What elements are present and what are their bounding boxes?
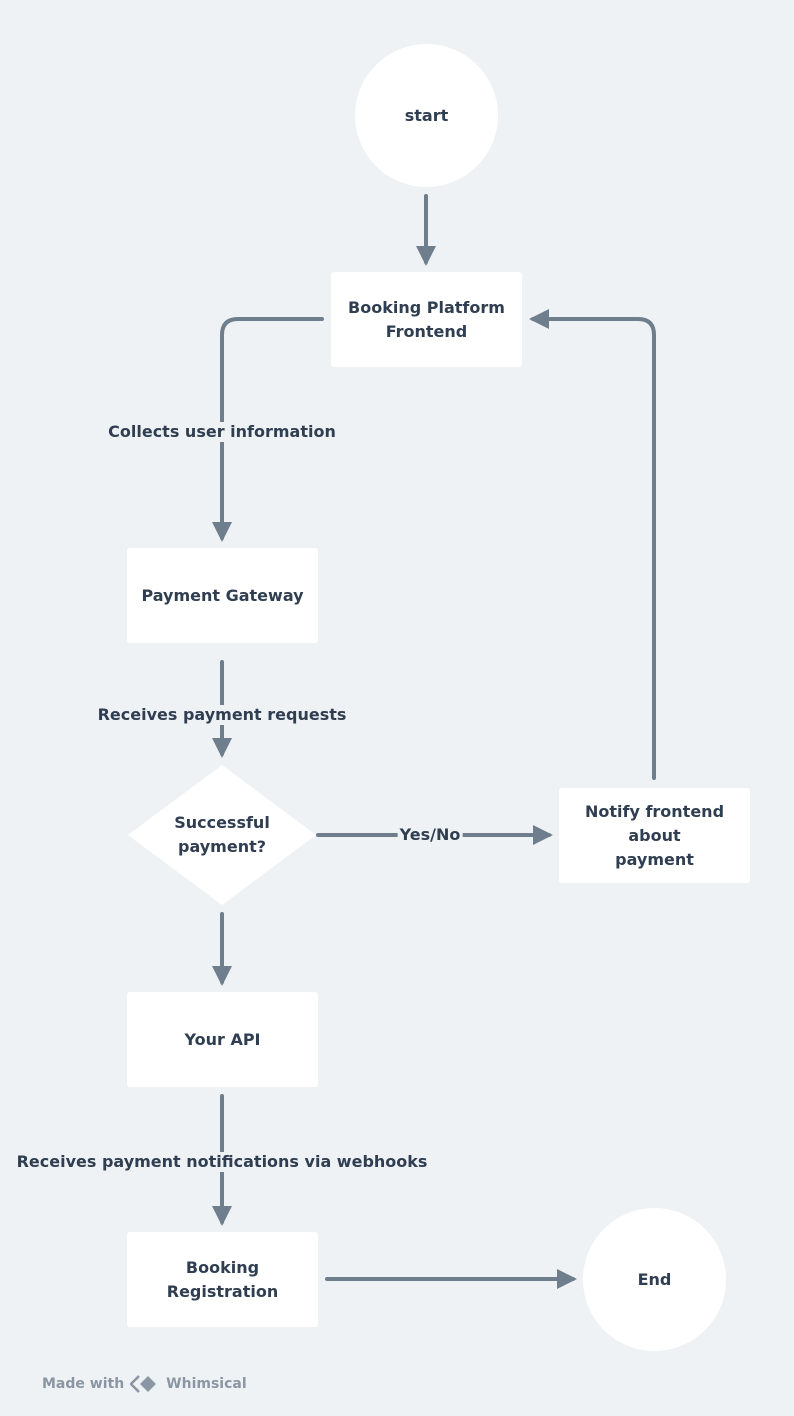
start-node: start — [355, 44, 498, 187]
notify-frontend-label: Notify frontend about payment — [584, 801, 725, 869]
decision-diamond — [128, 765, 316, 905]
booking-registration-node: Booking Registration — [127, 1232, 318, 1327]
edge-label-receives-payment-requests: Receives payment requests — [95, 705, 349, 725]
your-api-label: Your API — [184, 1029, 261, 1049]
notify-frontend-node: Notify frontend about payment — [559, 788, 750, 883]
edge-notify-to-frontend — [529, 309, 656, 780]
made-with-whimsical-footer[interactable]: Made with Whimsical — [42, 1374, 247, 1394]
start-node-label: start — [404, 105, 449, 125]
booking-platform-frontend-label: Booking Platform Frontend — [348, 297, 505, 341]
your-api-node: Your API — [127, 992, 318, 1087]
whimsical-brand-text: Whimsical — [166, 1376, 247, 1392]
payment-gateway-label: Payment Gateway — [141, 585, 304, 605]
edge-label-collects-user-information: Collects user information — [106, 422, 338, 442]
booking-platform-frontend-node: Booking Platform Frontend — [331, 272, 522, 367]
end-node: End — [583, 1208, 726, 1351]
successful-payment-label: Successful payment? — [174, 813, 270, 856]
end-node-label: End — [637, 1269, 672, 1289]
payment-gateway-node: Payment Gateway — [127, 548, 318, 643]
edge-label-payment-notifications-webhooks: Receives payment notifications via webho… — [14, 1152, 430, 1172]
edge-label-yes-no: Yes/No — [397, 825, 463, 845]
edge-frontend-to-gateway — [212, 317, 324, 542]
whimsical-logo-icon — [130, 1374, 160, 1394]
booking-registration-label: Booking Registration — [166, 1257, 279, 1301]
made-with-text: Made with — [42, 1376, 125, 1392]
